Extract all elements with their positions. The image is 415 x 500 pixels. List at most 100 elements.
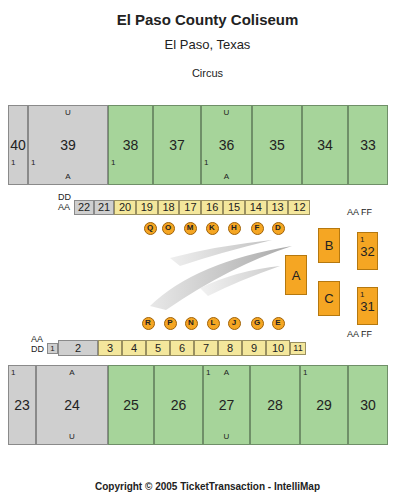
seating-section: 7 xyxy=(194,340,218,356)
seating-section: 28 xyxy=(250,365,300,445)
section-number: 9 xyxy=(251,343,257,354)
seating-section: 2 xyxy=(58,340,98,356)
row-letter: 1 xyxy=(11,369,15,377)
section-number: 26 xyxy=(171,398,187,412)
section-number: N xyxy=(188,319,194,327)
section-number: D xyxy=(275,224,281,232)
seating-section: U 39 1A xyxy=(28,105,108,185)
row-letter: U xyxy=(65,109,71,117)
seating-section: 9 xyxy=(242,340,266,356)
row-label: AA xyxy=(58,203,70,212)
subtitle: Circus xyxy=(0,68,415,79)
row-letter: 1 xyxy=(206,369,210,377)
seating-section: 12 xyxy=(288,200,310,215)
seating-section: 37 xyxy=(153,105,201,185)
seating-section: A 24U xyxy=(36,365,108,445)
row-circle: J xyxy=(228,317,241,330)
section-number: 28 xyxy=(267,398,283,412)
seating-section: 13 xyxy=(267,200,289,215)
seating-section: 1 23 xyxy=(8,365,36,445)
row-label: AA FF xyxy=(347,208,372,217)
row-letter: U xyxy=(224,433,230,441)
subtitle: El Paso, Texas xyxy=(0,38,415,51)
section-number: 20 xyxy=(119,202,131,213)
section-number: 24 xyxy=(64,398,80,412)
seating-section: 18 xyxy=(158,200,180,215)
seating-section: 10 xyxy=(266,340,290,356)
seating-section: 6 xyxy=(170,340,194,356)
section-number: 33 xyxy=(360,138,376,152)
seating-section: 132 xyxy=(357,232,378,270)
seating-section: 5 xyxy=(146,340,170,356)
seating-section: 3 xyxy=(98,340,122,356)
section-number: 3 xyxy=(107,343,113,354)
map-title: El Paso County Coliseum xyxy=(0,12,415,27)
row-letter: 1 xyxy=(204,159,208,167)
seating-section: 22 xyxy=(74,200,94,215)
row-circle: H xyxy=(228,222,241,235)
section-number: 40 xyxy=(10,138,26,152)
section-number: 17 xyxy=(184,202,196,213)
section-number: 23 xyxy=(14,398,30,412)
row-label: AA xyxy=(31,335,43,344)
section-number: 15 xyxy=(228,202,240,213)
section-number: 30 xyxy=(360,398,376,412)
section-number: 12 xyxy=(293,202,305,213)
seating-section: 30 xyxy=(348,365,388,445)
section-number: K xyxy=(209,224,215,232)
section-number: 31 xyxy=(360,300,374,313)
row-circle: Q xyxy=(144,222,157,235)
seating-section: 11 xyxy=(290,342,306,355)
row-circle: M xyxy=(184,222,197,235)
seating-section: 17 xyxy=(179,200,201,215)
section-number: G xyxy=(254,319,260,327)
row-letter: 1 xyxy=(11,159,15,167)
section-number: M xyxy=(187,224,194,232)
row-letter: U xyxy=(224,109,230,117)
section-number: 5 xyxy=(155,343,161,354)
section-number: 32 xyxy=(360,245,374,258)
row-circle: G xyxy=(251,317,264,330)
row-letter: A xyxy=(224,369,229,377)
seating-section: 33 xyxy=(348,105,388,185)
section-number: L xyxy=(211,319,216,327)
seating-section: 25 xyxy=(108,365,154,445)
row-letter: A xyxy=(224,173,229,181)
section-number: 39 xyxy=(60,138,76,152)
row-letter: 1 xyxy=(111,159,115,167)
seating-section: 381 xyxy=(108,105,153,185)
seating-section: 35 xyxy=(252,105,302,185)
section-number: 16 xyxy=(206,202,218,213)
seating-section: 26 xyxy=(154,365,203,445)
section-number: 25 xyxy=(123,398,139,412)
row-circle: N xyxy=(185,317,198,330)
seating-section: 16 xyxy=(201,200,223,215)
row-letter: 1 xyxy=(31,159,35,167)
section-number: 1 xyxy=(50,345,54,353)
section-number: 8 xyxy=(227,343,233,354)
row-letter: U xyxy=(69,433,75,441)
section-number: 14 xyxy=(250,202,262,213)
section-number: 18 xyxy=(162,202,174,213)
section-number: 21 xyxy=(98,202,110,213)
seating-section: 129 xyxy=(300,365,348,445)
section-number: 6 xyxy=(179,343,185,354)
section-number: Q xyxy=(147,224,153,232)
row-circle: D xyxy=(272,222,285,235)
row-letter: 1 xyxy=(303,369,307,377)
seating-section: 21 xyxy=(94,200,114,215)
row-circle: O xyxy=(162,222,175,235)
section-number: J xyxy=(232,319,236,327)
row-letter: 1 xyxy=(360,291,364,299)
row-label: AA FF xyxy=(347,330,372,339)
section-number: O xyxy=(165,224,171,232)
row-letter: A xyxy=(65,173,70,181)
seating-section: 1A27U xyxy=(203,365,250,445)
copyright-caption: Copyright © 2005 TicketTransaction - Int… xyxy=(0,482,415,492)
seating-section: 19 xyxy=(136,200,158,215)
section-number: 11 xyxy=(293,344,302,353)
seating-section: 34 xyxy=(302,105,348,185)
row-label: DD xyxy=(58,193,71,202)
row-letter: A xyxy=(69,369,74,377)
section-number: 22 xyxy=(78,202,90,213)
